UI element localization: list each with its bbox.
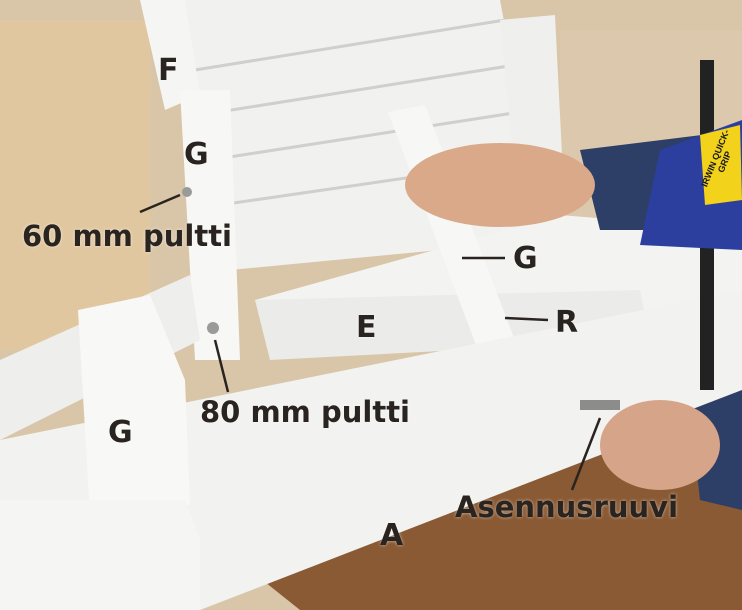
bolt-80mm: [207, 322, 219, 334]
label-a: A: [380, 518, 404, 553]
label-g-middle: G: [513, 241, 538, 276]
label-f: F: [158, 53, 179, 88]
mounting-screw: [580, 400, 620, 410]
plywood-panel: [0, 20, 150, 350]
label-mounting-screw: Asennusruuvi: [455, 490, 679, 524]
lower-left-seat: [0, 500, 200, 610]
arm-support-g: [180, 90, 240, 360]
label-e: E: [356, 310, 377, 345]
clamp-label: [700, 125, 742, 205]
back-leg-f: [140, 0, 200, 110]
label-80mm-bolt: 80 mm pultti: [200, 395, 410, 429]
label-60mm-bolt: 60 mm pultti: [22, 219, 232, 253]
label-g-lower: G: [108, 415, 133, 450]
label-r: R: [555, 305, 579, 340]
bolt-60mm: [182, 187, 192, 197]
hand-lower: [600, 400, 720, 490]
hand-top: [405, 143, 595, 227]
front-leg-g: [78, 295, 190, 515]
label-g-top: G: [184, 137, 209, 172]
leader-lines: [139, 193, 602, 491]
